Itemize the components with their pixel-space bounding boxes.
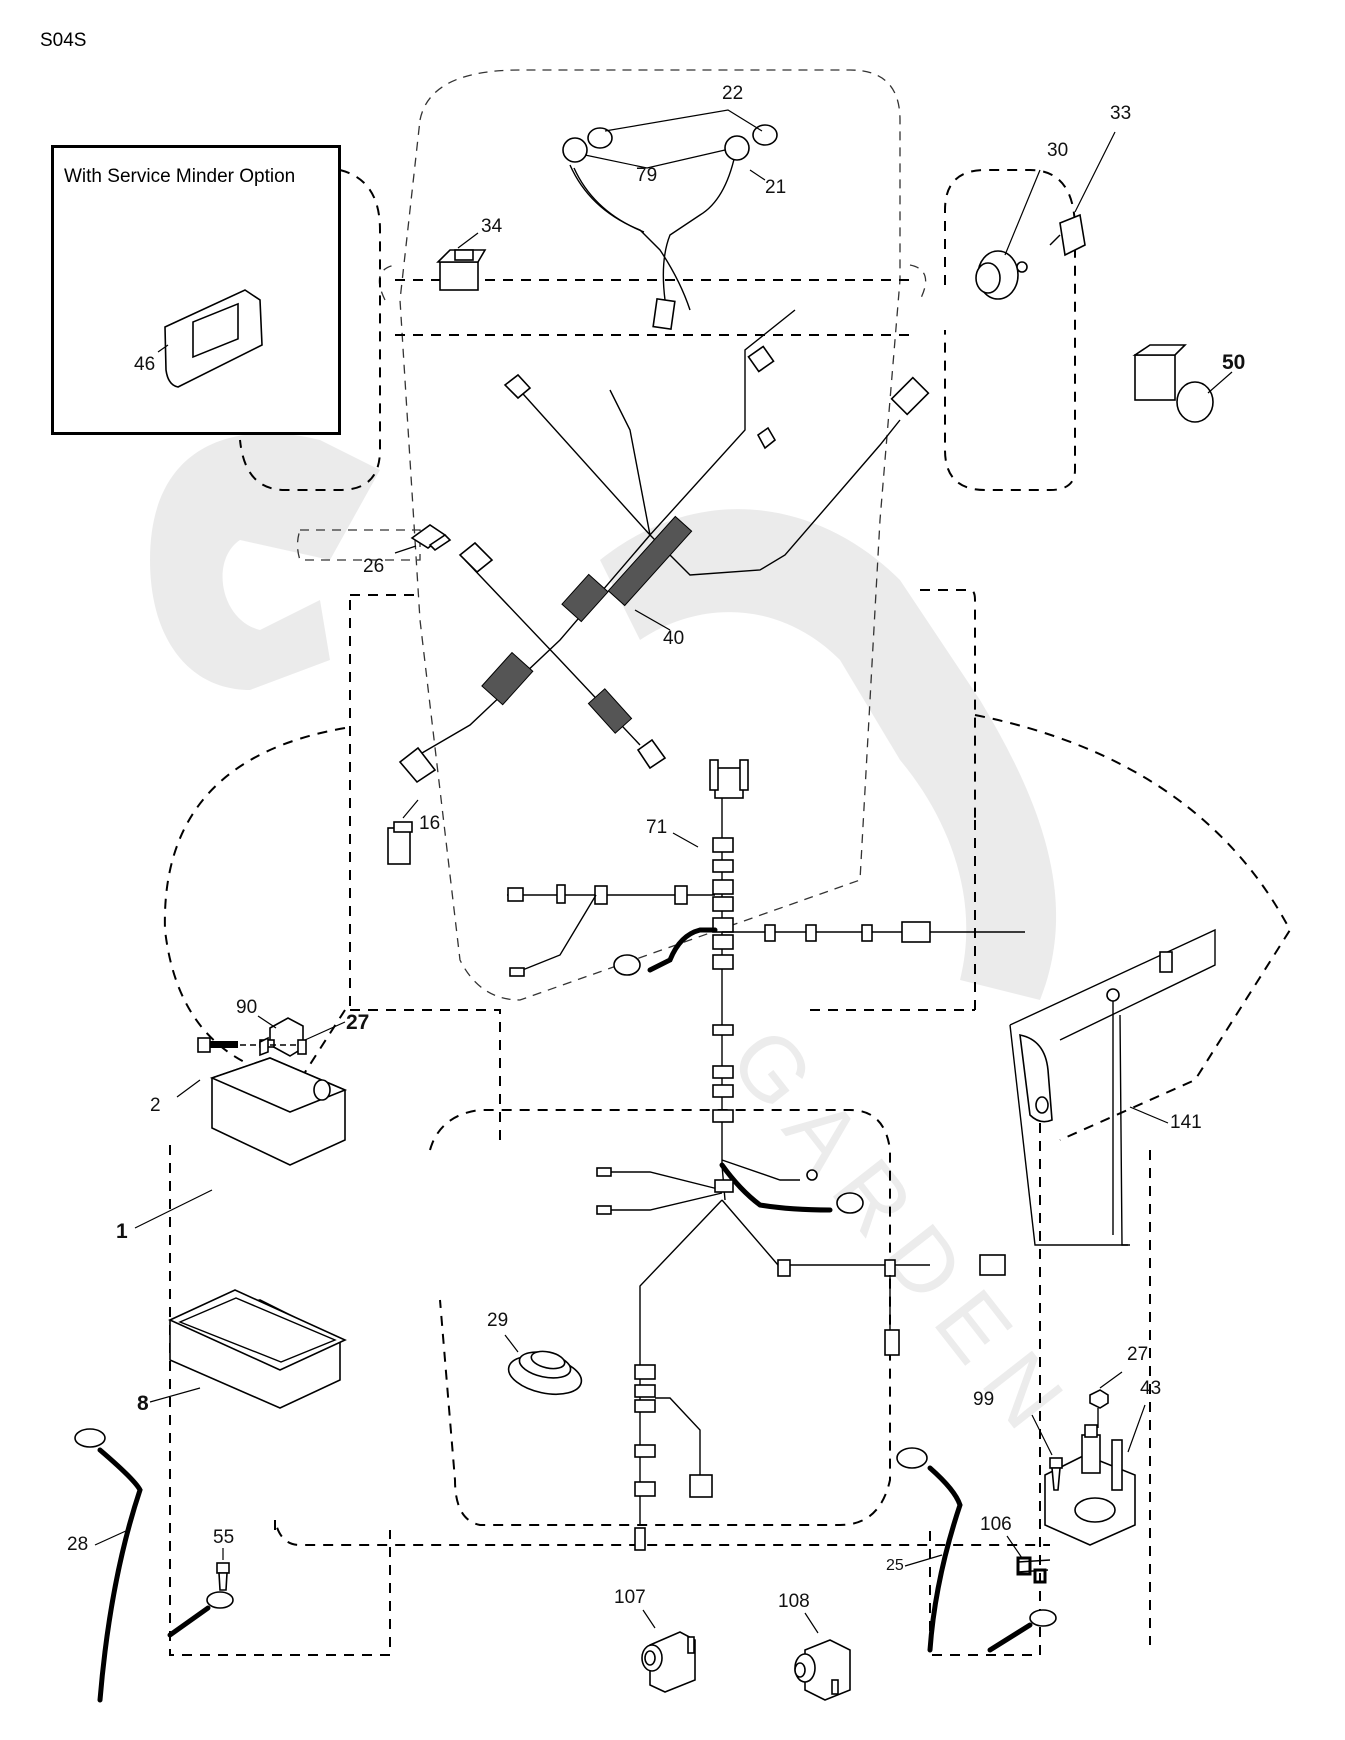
callout-50[interactable]: 50: [1222, 351, 1246, 374]
interlock-switch-108-drawing: [794, 1639, 851, 1701]
callout-46[interactable]: 46: [134, 354, 156, 375]
callout-1[interactable]: 1: [116, 1220, 128, 1243]
callout-16[interactable]: 16: [419, 813, 441, 834]
main-harness-drawing: [507, 759, 1025, 1551]
callout-108[interactable]: 108: [778, 1591, 810, 1612]
hour-meter-drawing: [164, 289, 263, 388]
callout-26[interactable]: 26: [363, 556, 385, 577]
callout-25[interactable]: 25: [886, 1557, 904, 1574]
headlight-harness: [562, 124, 778, 331]
service-minder-inset: With Service Minder Option: [51, 145, 341, 435]
bolt-55-drawing: [216, 1562, 230, 1591]
callout-22[interactable]: 22: [722, 83, 744, 104]
screw-drawing: [1049, 1457, 1063, 1491]
callout-29[interactable]: 29: [487, 1310, 509, 1331]
ignition-enclosure: [944, 169, 1076, 491]
callout-27-battery[interactable]: 27: [346, 1011, 370, 1034]
callout-79[interactable]: 79: [636, 165, 658, 186]
callout-55[interactable]: 55: [213, 1527, 235, 1548]
callout-106[interactable]: 106: [980, 1514, 1012, 1535]
battery-arc: [163, 727, 346, 1082]
clip-drawing: [1016, 1556, 1051, 1584]
positive-cable-drawing: [896, 1447, 1057, 1653]
key-drawing: [1049, 213, 1086, 257]
callout-99[interactable]: 99: [973, 1389, 995, 1410]
battery-box-drawing: [168, 1289, 347, 1409]
callout-8[interactable]: 8: [137, 1392, 149, 1415]
diagram-code: S04S: [40, 30, 87, 51]
seat-switch-drawing: [507, 1350, 583, 1396]
callout-28[interactable]: 28: [67, 1534, 89, 1555]
interlock-switch-107-drawing: [641, 1631, 696, 1693]
seat-bracket-drawing: [1009, 928, 1216, 1246]
callout-40[interactable]: 40: [663, 628, 685, 649]
relay-drawing: [387, 821, 413, 865]
seat-arc: [974, 714, 1292, 1141]
callout-34[interactable]: 34: [481, 216, 503, 237]
callout-90[interactable]: 90: [236, 997, 258, 1018]
chassis-frame: [349, 589, 976, 1010]
dash-harness-drawing: [398, 309, 930, 784]
pto-switch-drawing: [1132, 344, 1214, 423]
dash-band: [395, 279, 910, 336]
ignition-switch-drawing: [975, 250, 1028, 300]
callout-27-solenoid[interactable]: 27: [1127, 1344, 1149, 1365]
callout-43[interactable]: 43: [1140, 1378, 1162, 1399]
callout-21[interactable]: 21: [765, 177, 787, 198]
battery-drawing: [197, 1036, 348, 1166]
inset-enclosure: [239, 169, 381, 491]
callout-2[interactable]: 2: [150, 1095, 161, 1116]
fuse-holder-drawing: [410, 524, 452, 552]
inset-title: With Service Minder Option: [64, 166, 296, 187]
callout-33[interactable]: 33: [1110, 103, 1132, 124]
negative-cable-drawing: [74, 1428, 234, 1703]
callout-107[interactable]: 107: [614, 1587, 646, 1608]
callout-30[interactable]: 30: [1047, 140, 1069, 161]
callout-71[interactable]: 71: [646, 817, 668, 838]
solenoid-drawing: [1044, 1389, 1136, 1546]
callout-141[interactable]: 141: [1170, 1112, 1202, 1133]
hood-outline: [399, 69, 901, 1001]
switch-34-drawing: [436, 249, 487, 291]
